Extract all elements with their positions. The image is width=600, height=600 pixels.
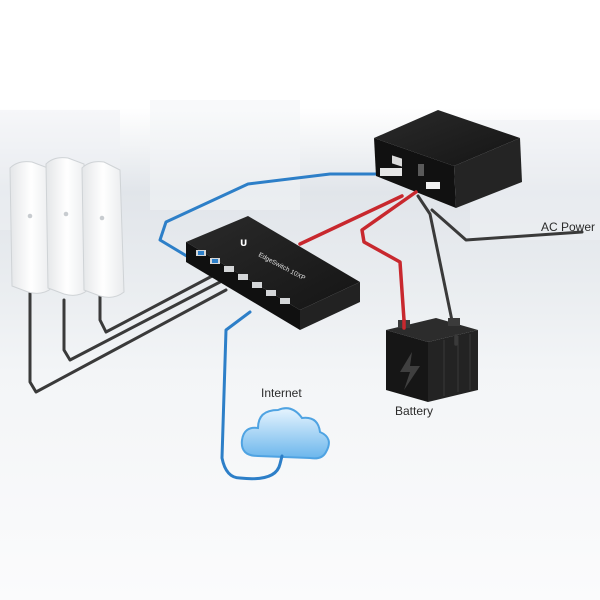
red-cables bbox=[298, 190, 418, 322]
edgeswitch-device: U EdgeSwitch 10XP bbox=[186, 216, 360, 330]
ac-power-cable bbox=[430, 208, 584, 242]
antenna-cable-2 bbox=[62, 280, 222, 362]
poe-uplink-cable bbox=[158, 172, 386, 266]
switch-brand-mark: U bbox=[240, 239, 247, 249]
antenna-cable-3 bbox=[98, 272, 218, 334]
dark-cables bbox=[28, 194, 584, 394]
dc-power-cable bbox=[298, 194, 404, 246]
poe-adapter bbox=[374, 110, 522, 208]
battery-label: Battery bbox=[395, 404, 434, 418]
blue-cables bbox=[158, 172, 386, 481]
battery-icon bbox=[386, 318, 478, 402]
ac-power-label: AC Power bbox=[541, 220, 596, 234]
internet-cable bbox=[220, 310, 284, 481]
internet-label: Internet bbox=[261, 386, 302, 400]
antenna-cable-1 bbox=[28, 288, 228, 394]
poe-port bbox=[380, 168, 402, 176]
dc-port bbox=[426, 182, 440, 189]
internet-cloud-icon bbox=[240, 407, 330, 460]
radio-antenna-icon bbox=[9, 157, 125, 298]
battery-positive-cable bbox=[360, 190, 418, 322]
antenna-3 bbox=[81, 161, 125, 298]
antenna-1 bbox=[9, 161, 53, 294]
lightning-bolt-icon bbox=[400, 352, 420, 390]
